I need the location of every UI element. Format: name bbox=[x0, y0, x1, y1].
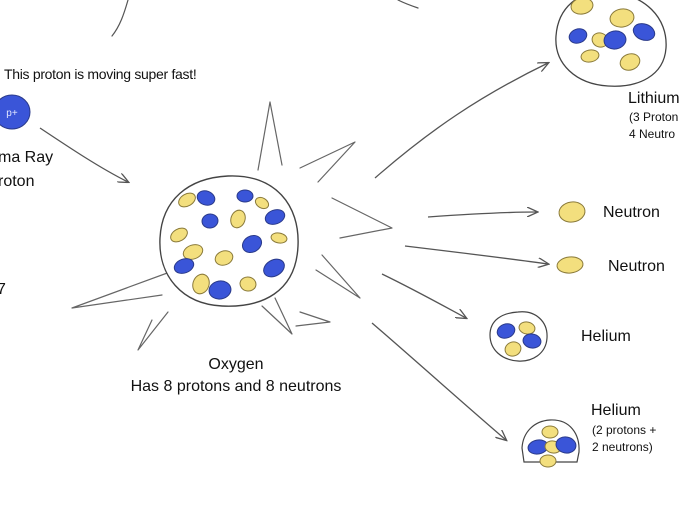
lithium-detail-line2: 4 Neutro bbox=[629, 127, 676, 141]
oxygen-title: Oxygen bbox=[208, 356, 264, 373]
lithium-proton bbox=[603, 30, 627, 50]
lithium-neutron bbox=[580, 49, 600, 63]
oxygen-description: Has 8 protons and 8 neutrons bbox=[130, 378, 342, 395]
oxygen-neutron bbox=[270, 232, 288, 244]
neutron-particle-2 bbox=[556, 256, 584, 274]
helium-1-title: Helium bbox=[581, 328, 631, 345]
oxygen-neutron bbox=[254, 196, 270, 210]
oxygen-neutron bbox=[192, 273, 210, 295]
oxygen-proton bbox=[264, 209, 286, 225]
arrow-to-neutron-2 bbox=[404, 245, 548, 264]
oxygen-proton bbox=[263, 258, 285, 278]
incoming-label-line1: ma Ray bbox=[0, 149, 54, 166]
oxygen-neutron bbox=[178, 192, 196, 208]
oxygen-proton bbox=[201, 213, 219, 229]
product-arrows bbox=[371, 63, 548, 440]
neutron-particle-1 bbox=[558, 201, 586, 223]
helium2-neutron bbox=[539, 454, 557, 468]
helium-nucleus-1 bbox=[489, 311, 548, 362]
oxygen-neutron bbox=[230, 209, 246, 229]
arrow-to-neutron-1 bbox=[427, 212, 537, 218]
incoming-proton: p+ bbox=[0, 94, 31, 130]
lithium-proton bbox=[568, 28, 588, 44]
neutron-1-title: Neutron bbox=[603, 204, 660, 221]
oxygen-proton bbox=[236, 189, 254, 203]
proton-symbol: p+ bbox=[6, 108, 18, 119]
oxygen-proton bbox=[241, 234, 263, 254]
oxygen-neutron bbox=[170, 227, 188, 243]
helium2-neutron bbox=[541, 425, 559, 439]
incoming-label-line2: roton bbox=[0, 173, 35, 190]
helium2-proton bbox=[555, 436, 577, 454]
lithium-proton bbox=[632, 23, 656, 41]
oxygen-proton bbox=[196, 190, 216, 206]
helium1-proton bbox=[496, 323, 516, 339]
incoming-proton-note: This proton is moving super fast! bbox=[4, 66, 197, 82]
lithium-neutron bbox=[570, 0, 594, 15]
helium-nucleus-2 bbox=[521, 419, 580, 468]
incoming-arrow bbox=[39, 127, 128, 182]
oxygen-proton bbox=[173, 258, 195, 274]
helium1-neutron bbox=[504, 341, 522, 357]
oxygen-nucleus bbox=[159, 175, 299, 307]
arrow-to-lithium bbox=[374, 63, 548, 179]
stray-character: 7 bbox=[0, 281, 6, 298]
helium1-proton bbox=[522, 333, 542, 349]
lithium-title: Lithium bbox=[628, 90, 680, 107]
sketch-strokes bbox=[111, 0, 419, 37]
oxygen-burst bbox=[71, 101, 393, 351]
helium-2-detail-line2: 2 neutrons) bbox=[592, 440, 653, 454]
oxygen-neutron bbox=[182, 244, 204, 260]
lithium-nucleus bbox=[555, 0, 667, 87]
helium1-neutron bbox=[518, 321, 536, 335]
lithium-neutron bbox=[619, 53, 641, 71]
lithium-neutron bbox=[609, 8, 635, 28]
oxygen-proton bbox=[208, 280, 232, 300]
helium-2-detail-line1: (2 protons + bbox=[592, 423, 657, 437]
oxygen-neutron bbox=[214, 250, 234, 266]
arrow-to-helium-1 bbox=[381, 273, 466, 318]
lithium-detail-line1: (3 Proton bbox=[629, 110, 679, 124]
arrow-to-helium-2 bbox=[371, 322, 506, 440]
neutron-2-title: Neutron bbox=[608, 258, 665, 275]
oxygen-neutron bbox=[239, 276, 257, 292]
helium-2-title: Helium bbox=[591, 402, 641, 419]
